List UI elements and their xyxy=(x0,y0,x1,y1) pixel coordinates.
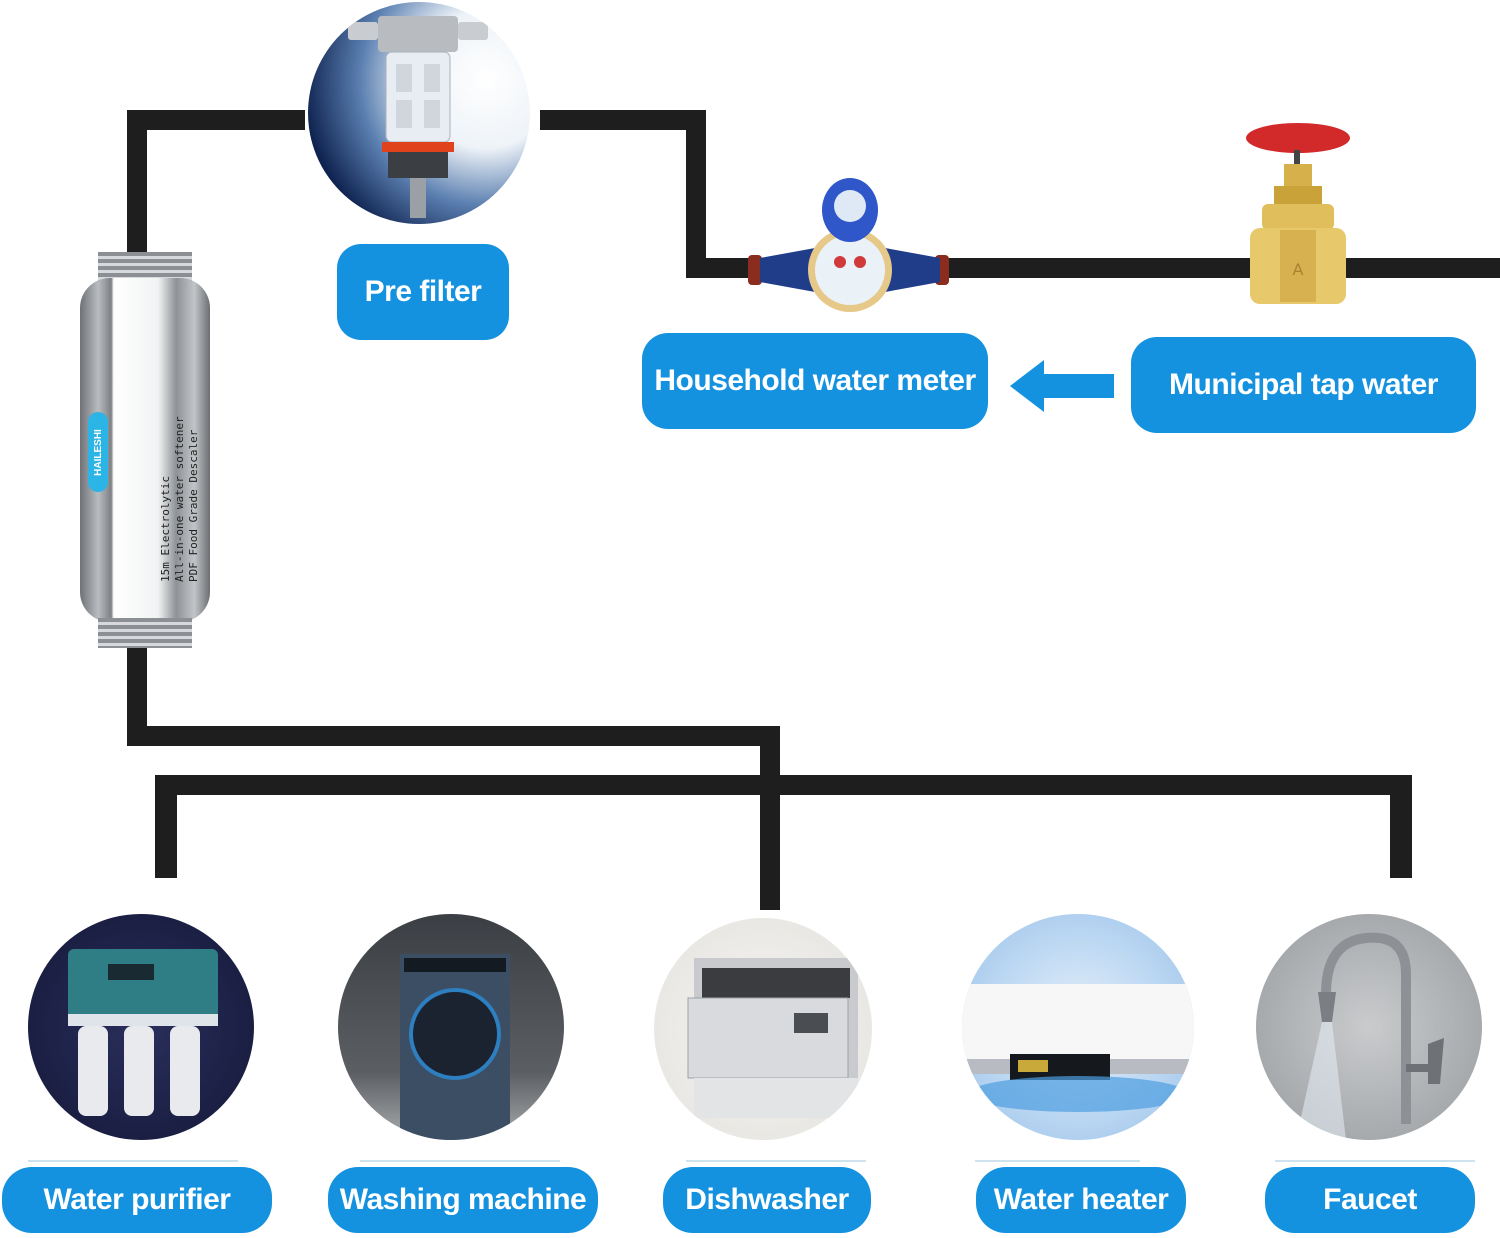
softener-bottom-thread xyxy=(98,618,192,648)
separator-line xyxy=(975,1160,1140,1162)
appliance-label-water-purifier: Water purifier xyxy=(2,1167,272,1233)
household-water-meter-label: Household water meter xyxy=(642,333,988,429)
pipe-faucet-drop xyxy=(1390,775,1412,878)
appliance-label-washing-machine: Washing machine xyxy=(328,1167,598,1233)
water-purifier-icon xyxy=(68,949,218,1116)
pipe-purifier-drop xyxy=(155,775,177,878)
pre-filter-label: Pre filter xyxy=(337,244,509,340)
water-meter-icon xyxy=(748,178,949,312)
water-softener: HAILESHI 15m Electrolytic All-in-one wat… xyxy=(80,252,210,650)
pipe-dishwasher-drop xyxy=(760,726,780,910)
appliance-label-water-heater: Water heater xyxy=(976,1167,1186,1233)
appliance-label-faucet: Faucet xyxy=(1265,1167,1475,1233)
pipe-left-vertical-bottom xyxy=(127,648,147,745)
washing-machine-image xyxy=(338,914,564,1140)
water-heater-image xyxy=(962,914,1194,1140)
pipe-right-vertical xyxy=(686,110,706,278)
water-heater-icon xyxy=(962,984,1194,1112)
pipe-top-right-horizontal xyxy=(540,110,706,130)
pipe-outlet-horizontal xyxy=(127,726,780,746)
separator-line xyxy=(360,1160,560,1162)
gate-valve-icon: A xyxy=(1246,123,1350,304)
pipe-distribution-horizontal xyxy=(155,775,1412,795)
appliance-label-dishwasher: Dishwasher xyxy=(663,1167,871,1233)
svg-text:A: A xyxy=(1293,260,1304,279)
pipe-top-left-horizontal xyxy=(127,110,305,130)
separator-line xyxy=(28,1160,238,1162)
pipe-left-vertical-top xyxy=(127,110,147,260)
water-purifier-image xyxy=(28,914,254,1140)
pre-filter-icon xyxy=(348,16,488,218)
separator-line xyxy=(1275,1160,1475,1162)
separator-line xyxy=(686,1160,866,1162)
arrow-left-icon xyxy=(1010,360,1114,412)
faucet-icon xyxy=(1296,932,1444,1140)
faucet-image xyxy=(1256,914,1482,1140)
dishwasher-image xyxy=(654,918,872,1140)
softener-top-thread xyxy=(98,252,192,282)
dishwasher-icon xyxy=(687,958,858,1118)
softener-text: 15m Electrolytic All-in-one water soften… xyxy=(159,416,200,582)
municipal-tap-water-label: Municipal tap water xyxy=(1131,337,1476,433)
pre-filter-image xyxy=(308,2,530,224)
washing-machine-icon xyxy=(400,954,510,1140)
softener-brand-badge: HAILESHI xyxy=(88,412,108,492)
